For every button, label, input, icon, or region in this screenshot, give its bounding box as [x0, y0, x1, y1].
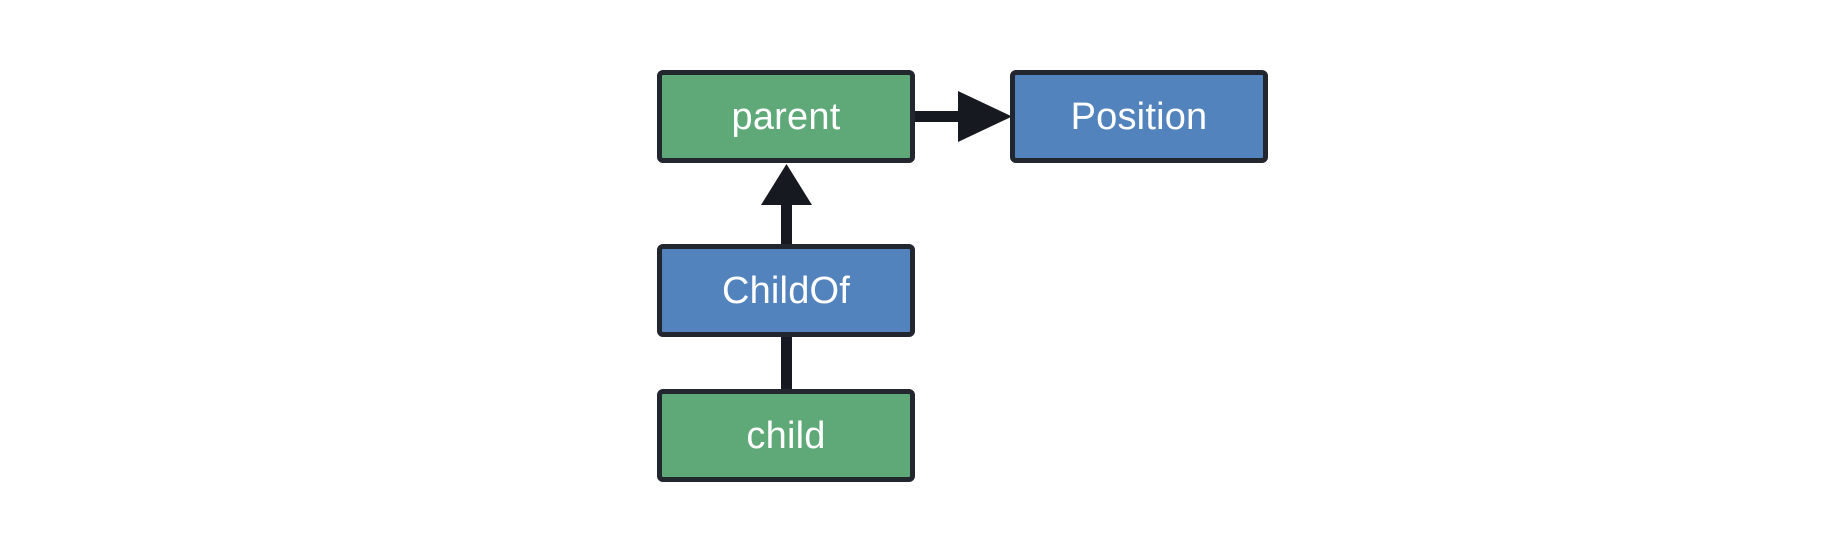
edge-childof-to-parent — [761, 164, 812, 246]
edge-child-to-childof — [781, 335, 792, 391]
edge-parent-to-position-shaft — [913, 111, 961, 122]
edge-childof-to-parent-arrowhead — [761, 164, 812, 205]
node-childof[interactable]: ChildOf — [657, 244, 915, 337]
node-childof-label: ChildOf — [721, 269, 851, 312]
node-parent-label: parent — [731, 95, 841, 138]
edge-childof-to-parent-shaft — [781, 198, 792, 246]
node-parent[interactable]: parent — [657, 70, 915, 163]
node-child-label: child — [746, 414, 826, 457]
edge-parent-to-position-arrowhead — [958, 91, 1012, 142]
node-position-label: Position — [1070, 95, 1208, 138]
edge-parent-to-position — [913, 91, 1012, 142]
node-child[interactable]: child — [657, 389, 915, 482]
node-position[interactable]: Position — [1010, 70, 1268, 163]
